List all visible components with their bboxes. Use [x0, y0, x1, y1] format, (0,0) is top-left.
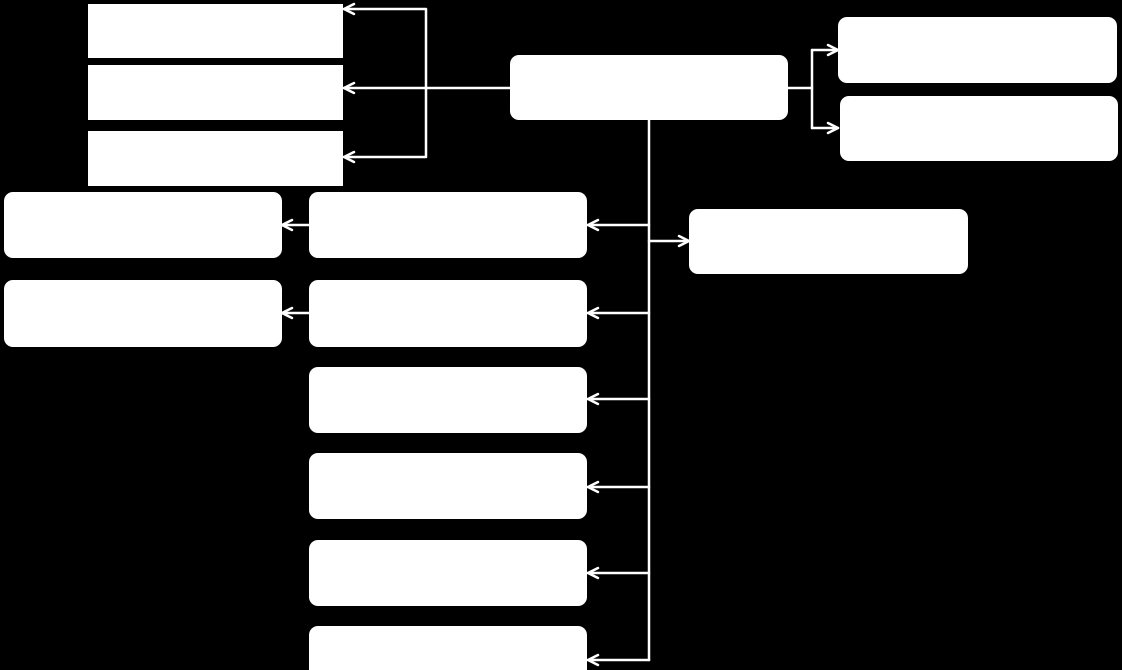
- root-node: [510, 55, 788, 120]
- trunk-child-box-3: [309, 367, 587, 433]
- arrowhead-left-stack-2: [342, 81, 356, 95]
- arrowhead-sub-2: [280, 306, 294, 320]
- right-output-box-2: [840, 96, 1118, 161]
- arrowhead-child-3: [586, 392, 600, 406]
- arrowhead-child-6: [586, 653, 600, 667]
- left-stack-box-2: [88, 65, 343, 120]
- trunk-child-box-6: [309, 626, 587, 670]
- arrowhead-right-2: [826, 121, 840, 135]
- arrowhead-child-4: [586, 480, 600, 494]
- arrowhead-left-stack-3: [342, 150, 356, 164]
- trunk-child-box-4: [309, 453, 587, 519]
- right-output-box-1: [838, 17, 1117, 83]
- sub-child-box-2: [4, 280, 282, 347]
- arrowhead-child-1: [586, 218, 600, 232]
- trunk-child-box-1: [309, 192, 587, 258]
- arrowhead-left-stack-1: [342, 2, 356, 16]
- trunk-child-box-5: [309, 540, 587, 606]
- arrowhead-sub-1: [280, 218, 294, 232]
- arrowhead-child-2: [586, 306, 600, 320]
- connector-left-bracket: [342, 7, 428, 159]
- arrowhead-side: [677, 234, 691, 248]
- left-stack-box-1: [88, 4, 343, 58]
- side-child-box: [689, 209, 968, 274]
- arrowhead-child-5: [586, 566, 600, 580]
- arrowhead-right-1: [826, 43, 840, 57]
- trunk-child-box-2: [309, 280, 587, 347]
- left-stack-box-3: [88, 131, 343, 186]
- sub-child-box-1: [4, 192, 282, 258]
